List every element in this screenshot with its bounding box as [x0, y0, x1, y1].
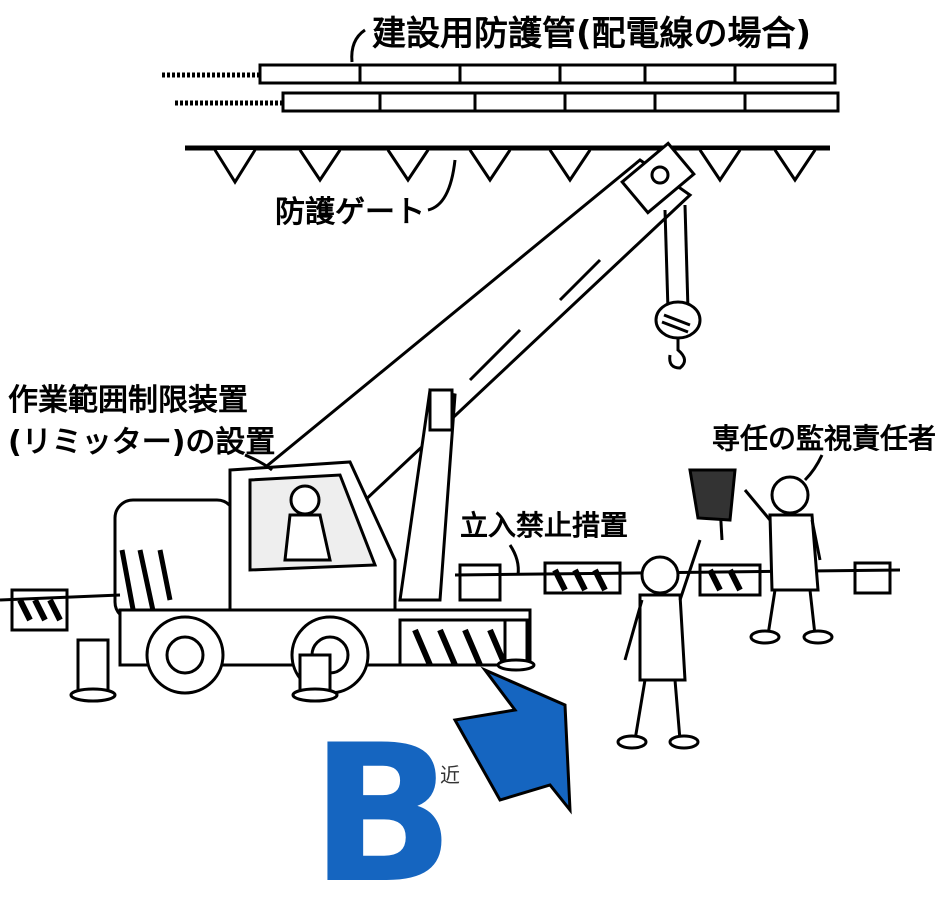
- limiter-label-line2: (リミッター)の設置: [8, 425, 275, 460]
- limiter-label-leader: [244, 453, 273, 472]
- arrow-up-right-icon: [452, 666, 572, 815]
- partial-caption: 近: [440, 763, 460, 787]
- limiter-label-line1: 作業範囲制限装置: [8, 383, 248, 418]
- gate-label-leader: [427, 159, 457, 212]
- power-lines: [162, 63, 840, 113]
- protective-gate: [185, 145, 830, 185]
- crane-carrier: [69, 460, 536, 703]
- marker-letter: B: [310, 704, 455, 893]
- signal-worker: [616, 539, 702, 750]
- signal-flag: [688, 468, 737, 541]
- protective-pipe-label: 建設用防護管(配電線の場合): [372, 14, 811, 54]
- protective-gate-label: 防護ゲート: [275, 195, 425, 230]
- pipe-label-leader: [350, 28, 366, 63]
- no-entry-label-leader: [508, 544, 520, 576]
- supervisor-label-leader: [803, 454, 824, 482]
- supervisor-label: 専任の監視責任者: [712, 422, 936, 455]
- no-entry-label: 立入禁止措置: [460, 509, 628, 542]
- supervisor-worker: [743, 475, 834, 645]
